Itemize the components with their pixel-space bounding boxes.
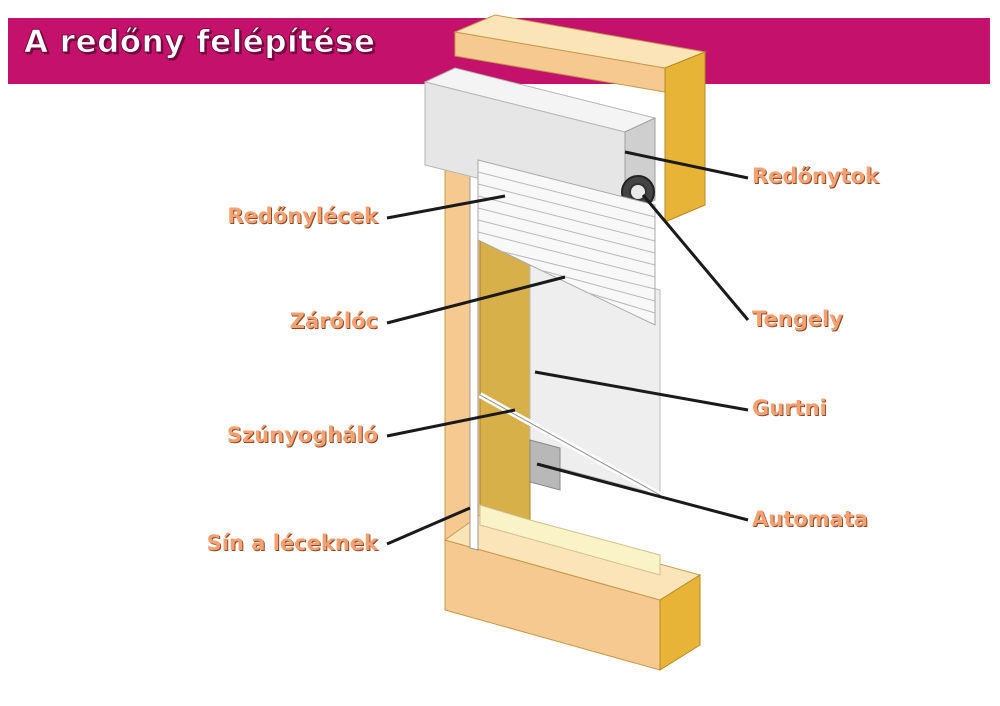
label-zarolec: Zárólóc [289, 309, 378, 333]
label-szunyoghalo: Szúnyogháló [226, 423, 378, 447]
leader-redonylecek [386, 194, 506, 220]
label-automata: Automata [752, 507, 868, 531]
frame-sill-side [659, 574, 701, 671]
leader-lines [386, 150, 750, 546]
leader-zarolec [386, 275, 566, 325]
label-redonylecek: Redőnylécek [227, 204, 378, 228]
label-sin: Sín a léceknek [206, 531, 378, 555]
leader-szunyoghalo [386, 408, 516, 438]
leader-gurtni [534, 370, 749, 412]
inner-reveal [479, 239, 531, 521]
frame-side-right [664, 51, 706, 223]
leader-sin [386, 506, 471, 546]
leader-tengely [641, 194, 750, 321]
slat-lines [477, 171, 656, 314]
rail-strip [469, 149, 479, 551]
label-gurtni: Gurtni [752, 396, 827, 420]
label-redonytok: Redőnytok [752, 164, 879, 188]
label-tengely: Tengely [752, 307, 843, 331]
inner-sill [479, 504, 661, 576]
leader-automata [536, 462, 749, 522]
leader-redonytok [624, 150, 749, 180]
page-title: A redőny felépítése [23, 24, 376, 61]
